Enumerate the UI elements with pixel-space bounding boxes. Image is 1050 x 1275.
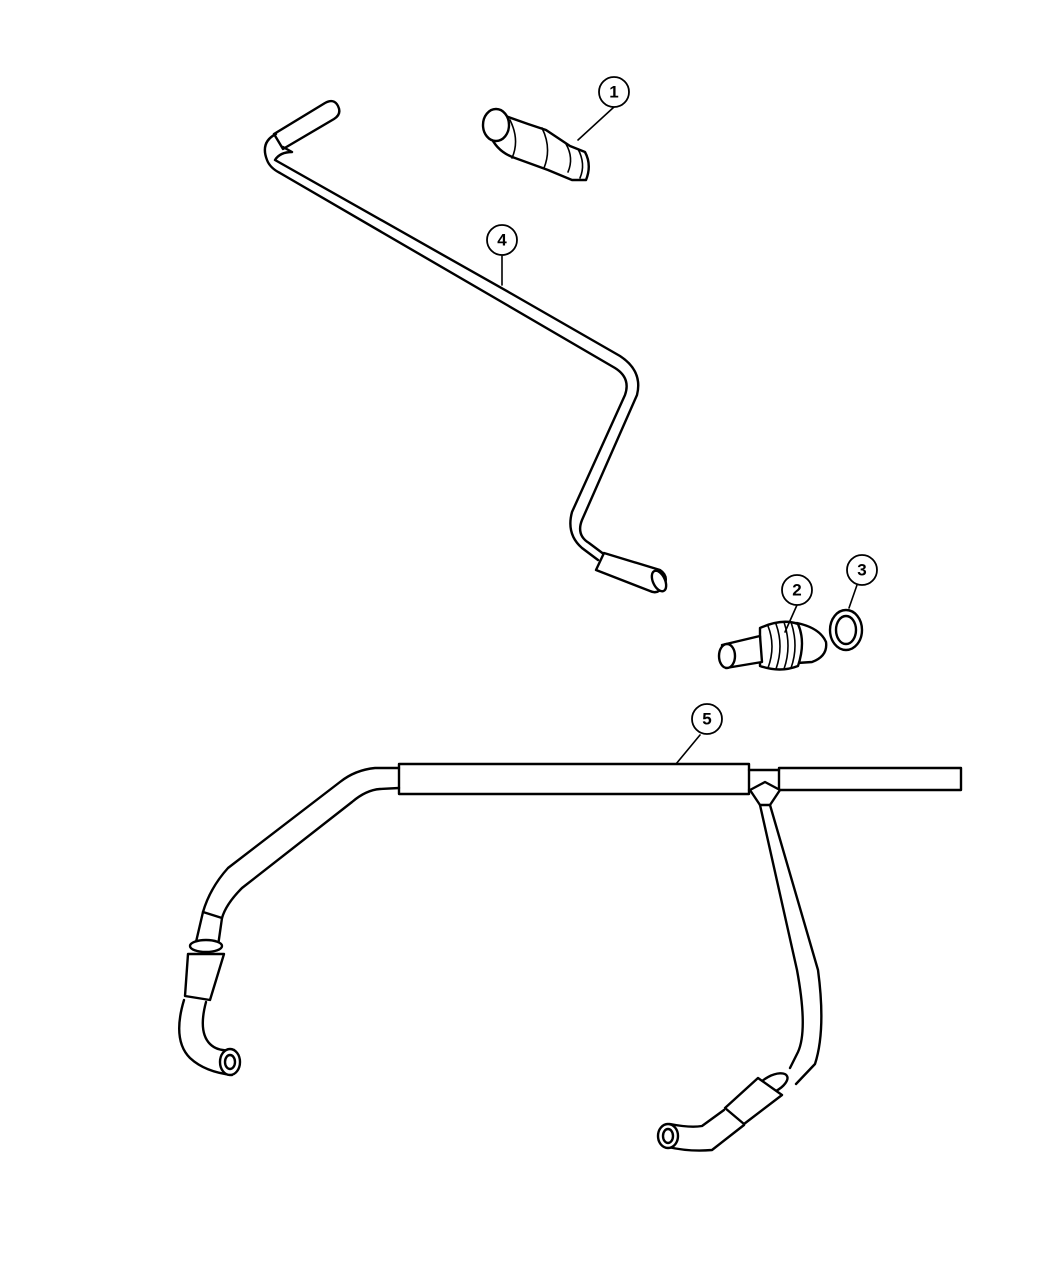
part-4-tube xyxy=(263,99,668,594)
callout-1: 1 xyxy=(577,76,630,141)
callout-5: 5 xyxy=(675,703,723,765)
callout-label: 1 xyxy=(609,83,618,102)
callout-label: 5 xyxy=(702,710,711,729)
callout-2: 2 xyxy=(781,574,813,633)
part-5-hose xyxy=(178,762,963,1152)
callout-label: 3 xyxy=(857,561,866,580)
callout-label: 4 xyxy=(497,231,507,250)
callout-4: 4 xyxy=(486,224,518,286)
callout-label: 2 xyxy=(792,581,801,600)
part-2-fitting xyxy=(717,620,828,671)
part-3-o-ring xyxy=(828,608,864,652)
part-1-valve xyxy=(481,107,590,182)
callout-3: 3 xyxy=(846,554,878,609)
